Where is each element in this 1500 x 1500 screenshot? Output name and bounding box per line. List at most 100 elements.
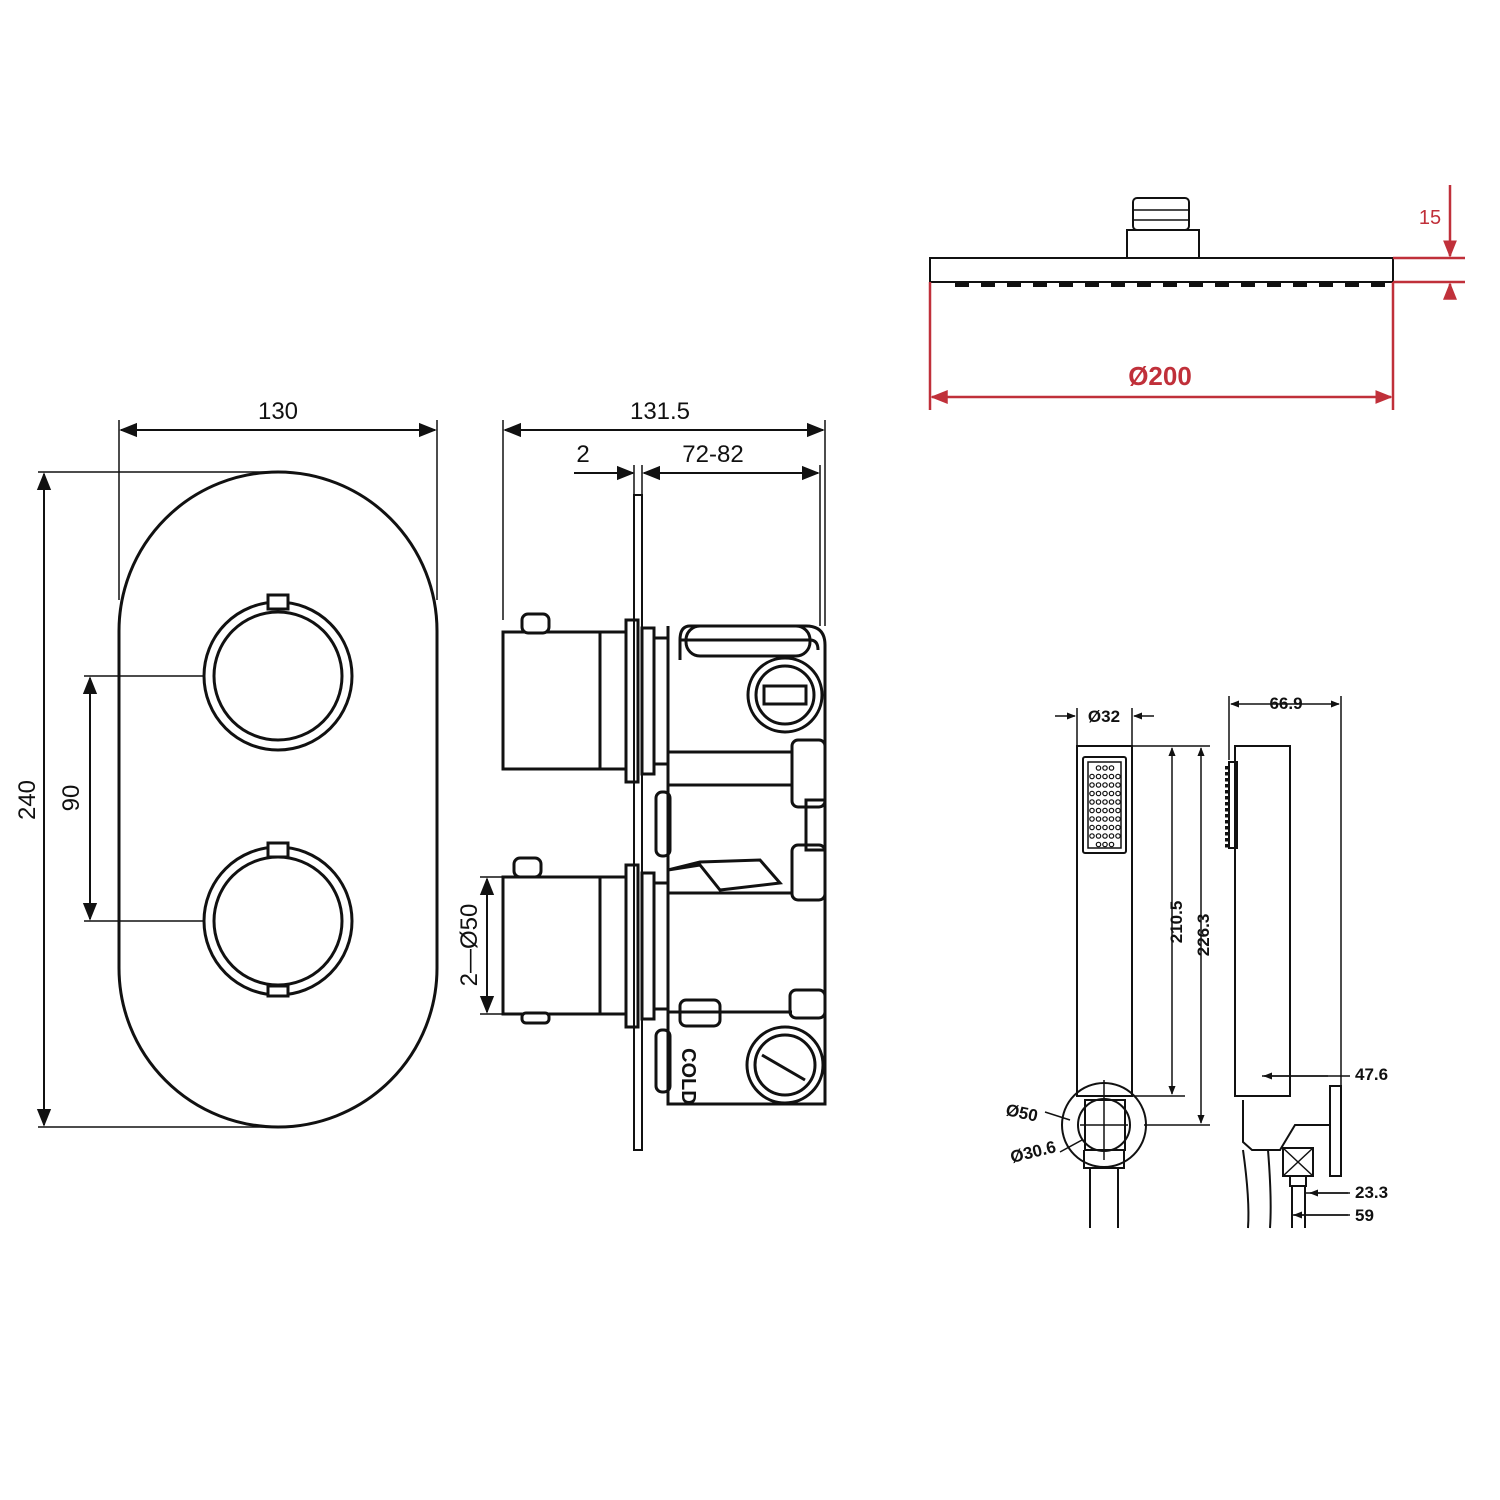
- dim-label-d200: Ø200: [1128, 361, 1192, 391]
- side-nozzle: [1225, 826, 1230, 830]
- dimension-bracket-diameters: Ø50 Ø30.6: [1004, 1100, 1083, 1167]
- spray-hole: [1095, 807, 1102, 814]
- nozzle: [981, 282, 995, 287]
- spray-hole: [1108, 773, 1115, 780]
- spray-hole: [1115, 799, 1121, 805]
- spray-holes: [1089, 765, 1121, 848]
- spray-hole: [1102, 824, 1108, 831]
- lower-handle-side: [501, 856, 670, 1029]
- handset-body: [1076, 745, 1133, 1097]
- spray-hole: [1115, 824, 1121, 831]
- side-nozzle: [1225, 766, 1230, 770]
- spray-hole: [1102, 841, 1108, 848]
- side-nozzle: [1225, 772, 1230, 776]
- port-label-cold: COLD: [677, 1048, 699, 1105]
- nozzle: [1215, 282, 1229, 287]
- dim-label-226-3: 226.3: [1194, 914, 1213, 957]
- dimension-width-130: 130: [118, 398, 438, 600]
- spray-hole: [1108, 799, 1115, 805]
- spray-hole: [1095, 824, 1102, 831]
- valve-side-view: COLD 131.5 2 72-82 2—Ø50: [456, 398, 827, 1151]
- dimension-plate-2: 2: [574, 441, 643, 495]
- upper-control-knob: [202, 593, 354, 752]
- nozzle: [1293, 282, 1307, 287]
- spray-hole: [1108, 790, 1115, 797]
- spray-hole: [1102, 765, 1108, 771]
- spray-hole: [1102, 790, 1108, 797]
- spray-hole: [1108, 782, 1115, 788]
- shower-head-view: Ø200 15: [928, 185, 1465, 410]
- dimension-outlet: 23.3 59: [1292, 1183, 1388, 1225]
- side-nozzle: [1225, 820, 1230, 824]
- dimension-handset-diameter: Ø32: [1055, 707, 1154, 746]
- spray-hole: [1095, 782, 1102, 788]
- dim-label-66-9: 66.9: [1269, 694, 1302, 713]
- nozzle: [1345, 282, 1359, 287]
- spray-hole: [1108, 833, 1115, 839]
- dimension-range-72-82: 72-82: [642, 441, 821, 626]
- nozzle: [1189, 282, 1203, 287]
- spray-hole: [1089, 782, 1095, 788]
- spray-hole: [1095, 833, 1102, 839]
- upper-handle-side: [501, 612, 670, 784]
- nozzle: [1085, 282, 1099, 287]
- dim-label-210-5: 210.5: [1167, 901, 1186, 944]
- dim-label-131-5: 131.5: [630, 398, 690, 425]
- side-nozzle: [1225, 802, 1230, 806]
- dimension-height-240: 240: [14, 471, 278, 1128]
- nozzle: [1007, 282, 1021, 287]
- spray-hole: [1089, 807, 1095, 814]
- side-nozzle: [1225, 784, 1230, 788]
- side-nozzle: [1225, 790, 1230, 794]
- spray-hole: [1095, 773, 1102, 780]
- lower-control-knob: [202, 841, 354, 998]
- nozzle: [1111, 282, 1125, 287]
- handset-bracket: [1061, 1080, 1147, 1228]
- side-nozzle: [1225, 832, 1230, 836]
- spray-hole: [1108, 824, 1115, 831]
- spray-hole: [1108, 765, 1115, 771]
- nozzle: [1033, 282, 1047, 287]
- dim-label-240: 240: [14, 780, 41, 820]
- handset-wall-holder: [1242, 1085, 1342, 1229]
- spray-hole: [1102, 799, 1108, 805]
- shower-head-plate: [929, 257, 1394, 283]
- nozzle: [1163, 282, 1177, 287]
- dim-label-d50: Ø50: [1004, 1100, 1039, 1125]
- valve-body: COLD: [654, 624, 827, 1106]
- side-nozzles: [1225, 766, 1230, 848]
- valve-faceplate: [117, 470, 439, 1129]
- side-nozzle: [1225, 808, 1230, 812]
- spray-hole: [1089, 824, 1095, 831]
- dim-label-47-6: 47.6: [1355, 1065, 1388, 1084]
- handset-side-view: 66.9 47.6 23.3 59: [1225, 694, 1388, 1229]
- dimension-handset-length: 210.5 226.3: [1132, 745, 1213, 1126]
- shower-head-connector-top: [1132, 197, 1190, 231]
- dimension-spacing-90: 90: [58, 675, 204, 922]
- spray-hole: [1102, 807, 1108, 814]
- dim-label-d32: Ø32: [1088, 707, 1120, 726]
- side-nozzle: [1225, 844, 1230, 848]
- side-nozzle: [1225, 838, 1230, 842]
- spray-hole: [1115, 833, 1121, 839]
- shower-head-connector-base: [1126, 229, 1200, 259]
- spray-hole: [1089, 816, 1095, 822]
- dim-label-72-82: 72-82: [682, 441, 743, 468]
- handset-front-view: Ø32 210.5 226.3 Ø50 Ø30.6: [1004, 707, 1213, 1228]
- spray-hole: [1102, 833, 1108, 839]
- spray-hole: [1115, 807, 1121, 814]
- dimension-handle-diameter: 2—Ø50: [456, 876, 503, 1015]
- nozzle: [1241, 282, 1255, 287]
- nozzle: [955, 282, 969, 287]
- spray-hole: [1102, 816, 1108, 822]
- spray-face: [1082, 756, 1127, 854]
- spray-hole: [1095, 799, 1102, 805]
- side-nozzle: [1225, 796, 1230, 800]
- valve-front-view: 130 240 90: [14, 398, 439, 1129]
- dim-label-23-3: 23.3: [1355, 1183, 1388, 1202]
- spray-hole: [1089, 833, 1095, 839]
- dimension-side-width: 66.9: [1228, 694, 1342, 1086]
- nozzle: [1059, 282, 1073, 287]
- spray-hole: [1115, 773, 1121, 780]
